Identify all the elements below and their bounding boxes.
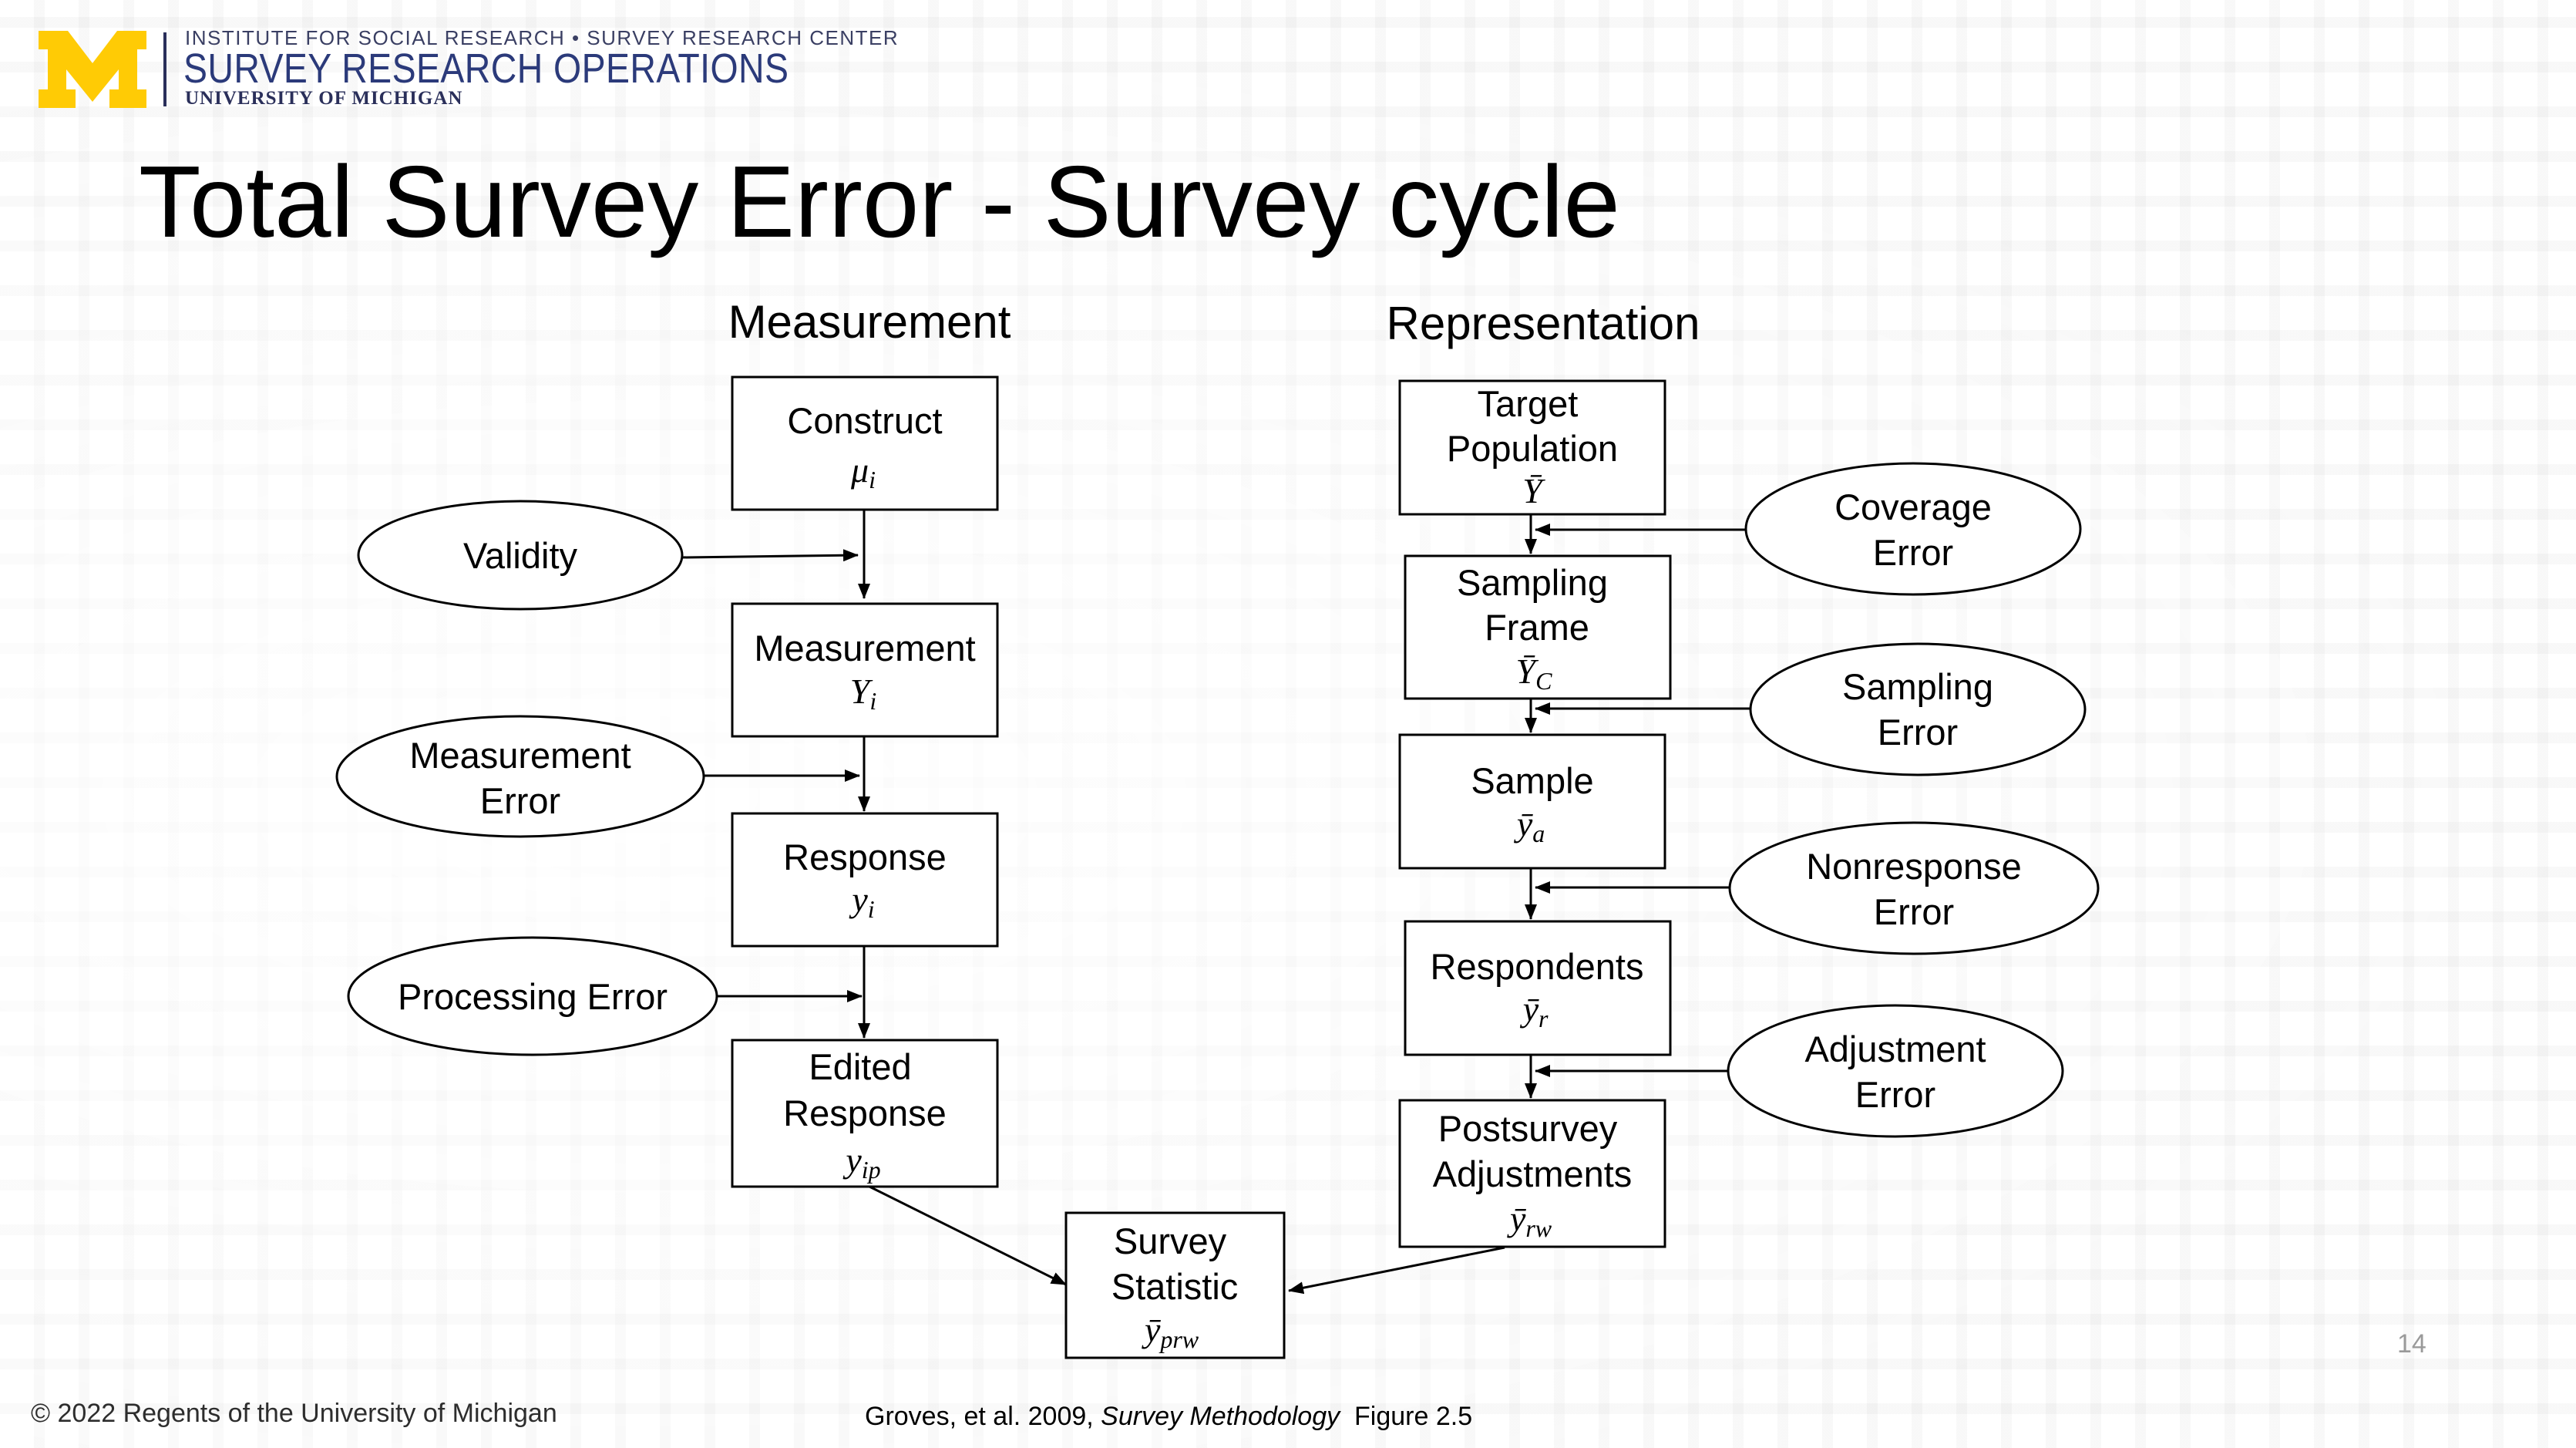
- representation-heading: Representation: [1387, 298, 1700, 349]
- construct-box: Construct μi: [731, 375, 999, 511]
- citation-prefix: Groves, et al. 2009,: [865, 1402, 1101, 1431]
- edited-response-symbol: yip: [842, 1140, 880, 1184]
- citation-title: Survey Methodology: [1101, 1402, 1340, 1431]
- sampling-error-label-2: Error: [1878, 712, 1958, 753]
- citation: Groves, et al. 2009, Survey Methodology …: [865, 1402, 1472, 1432]
- edited-response-box: Edited Response yip: [731, 1039, 999, 1188]
- coverage-error-ellipse: Coverage Error: [1744, 462, 2082, 596]
- postsurvey-adjustments-box: Postsurvey Adjustments ȳrw: [1398, 1099, 1666, 1248]
- respondents-box: Respondents ȳr: [1404, 920, 1672, 1056]
- coverage-error-label-2: Error: [1873, 532, 1953, 573]
- sampling-frame-label-1: Sampling: [1457, 562, 1608, 603]
- university-m-logo: [39, 31, 146, 108]
- coverage-error-label-1: Coverage: [1834, 487, 1992, 527]
- survey-statistic-label-1: Survey: [1114, 1221, 1227, 1261]
- logo-department-text: SURVEY RESEARCH OPERATIONS: [183, 45, 789, 92]
- page-number: 14: [2397, 1329, 2426, 1359]
- adjustment-error-label-1: Adjustment: [1804, 1029, 1986, 1069]
- validity-label: Validity: [463, 535, 578, 576]
- construct-symbol: μi: [850, 450, 876, 493]
- target-population-symbol: Ȳ: [1522, 471, 1545, 510]
- response-label: Response: [783, 837, 947, 877]
- arrow-postsurvey-to-statistic: [1288, 1246, 1505, 1295]
- respondents-symbol: ȳr: [1520, 989, 1549, 1032]
- sample-box: Sample ȳa: [1398, 733, 1666, 870]
- target-population-box: Target Population Ȳ: [1398, 379, 1666, 516]
- processing-error-ellipse: Processing Error: [347, 936, 718, 1056]
- adjustment-error-ellipse: Adjustment Error: [1727, 1004, 2064, 1138]
- postsurvey-label-1: Postsurvey: [1438, 1108, 1618, 1149]
- postsurvey-symbol: ȳrw: [1507, 1199, 1552, 1242]
- arrow-edited-to-statistic: [867, 1184, 1067, 1286]
- slide-title: Total Survey Error - Survey cycle: [139, 145, 1620, 258]
- response-symbol: yi: [849, 880, 874, 923]
- edited-response-label-1: Edited: [809, 1046, 911, 1087]
- copyright-text: © 2022 Regents of the University of Mich…: [31, 1399, 557, 1428]
- measurement-heading: Measurement: [728, 296, 1011, 348]
- response-box: Response yi: [731, 812, 999, 948]
- measurement-error-ellipse: Measurement Error: [335, 715, 705, 838]
- nonresponse-error-ellipse: Nonresponse Error: [1728, 821, 2100, 955]
- logo-institute-text: INSTITUTE FOR SOCIAL RESEARCH • SURVEY R…: [185, 26, 900, 49]
- measurement-error-label-1: Measurement: [409, 735, 631, 776]
- construct-label: Construct: [787, 400, 942, 441]
- sampling-error-label-1: Sampling: [1842, 666, 1993, 707]
- citation-suffix: Figure 2.5: [1340, 1402, 1473, 1431]
- logo-divider: [163, 32, 166, 106]
- nonresponse-error-label-2: Error: [1874, 891, 1954, 932]
- validity-ellipse: Validity: [357, 500, 684, 611]
- measurement-box: Measurement Yi: [731, 602, 999, 738]
- survey-statistic-label-2: Statistic: [1111, 1266, 1239, 1307]
- measurement-label: Measurement: [754, 628, 975, 668]
- target-population-label-2: Population: [1447, 428, 1618, 469]
- edited-response-label-2: Response: [783, 1093, 947, 1133]
- survey-statistic-box: Survey Statistic ȳprw: [1064, 1211, 1286, 1359]
- nonresponse-error-label-1: Nonresponse: [1806, 846, 2022, 887]
- target-population-label-1: Target: [1478, 383, 1579, 424]
- sampling-frame-label-2: Frame: [1485, 607, 1589, 648]
- sample-label: Sample: [1471, 760, 1593, 801]
- survey-statistic-symbol: ȳprw: [1142, 1310, 1199, 1353]
- postsurvey-label-2: Adjustments: [1433, 1153, 1633, 1194]
- arrow-validity: [681, 549, 859, 562]
- respondents-label: Respondents: [1431, 946, 1644, 987]
- measurement-symbol: Yi: [850, 672, 876, 715]
- sampling-error-ellipse: Sampling Error: [1749, 642, 2087, 776]
- logo-university-text: UNIVERSITY OF MICHIGAN: [185, 88, 463, 109]
- sampling-frame-symbol: ȲC: [1516, 652, 1553, 695]
- processing-error-label: Processing Error: [398, 976, 668, 1017]
- sample-symbol: ȳa: [1514, 804, 1545, 847]
- adjustment-error-label-2: Error: [1855, 1074, 1935, 1115]
- sampling-frame-box: Sampling Frame ȲC: [1404, 554, 1672, 700]
- measurement-error-label-2: Error: [480, 780, 560, 821]
